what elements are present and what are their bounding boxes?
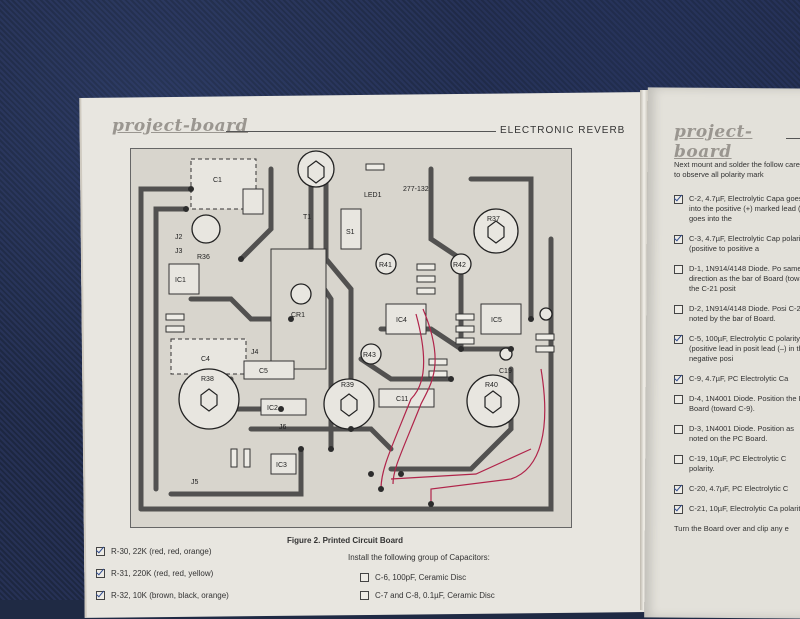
label-ic2: IC2 bbox=[267, 405, 278, 412]
item-text: D-4, 1N4001 Diode. Position the PC Board… bbox=[689, 394, 800, 413]
label-c5: C5 bbox=[259, 368, 268, 375]
page-title: ELECTRONIC REVERB bbox=[500, 125, 626, 136]
right-item[interactable]: D-1, 1N914/4148 Diode. Po same direction… bbox=[674, 264, 800, 294]
label-cr1: CR1 bbox=[291, 312, 305, 319]
checkbox[interactable] bbox=[360, 590, 369, 600]
label-s1: S1 bbox=[346, 229, 355, 236]
header-rule-left bbox=[226, 131, 496, 132]
right-item[interactable]: C-3, 4.7µF, Electrolytic Cap polarity (p… bbox=[674, 234, 800, 254]
capacitor-text: C-6, 100pF, Ceramic Disc bbox=[375, 572, 467, 582]
checkbox[interactable] bbox=[674, 505, 683, 514]
label-r36: R36 bbox=[197, 254, 210, 261]
label-j5: J5 bbox=[191, 479, 199, 486]
install-intro: Install the following group of Capacitor… bbox=[348, 553, 490, 562]
checkbox[interactable] bbox=[96, 546, 105, 556]
right-checklist: Next mount and solder the follow careful… bbox=[674, 160, 800, 534]
label-board-id: 277-132 bbox=[403, 186, 429, 193]
label-r43: R43 bbox=[363, 352, 376, 359]
right-item[interactable]: C-9, 4.7µF, PC Electrolytic Ca bbox=[674, 374, 800, 384]
label-c4: C4 bbox=[201, 356, 210, 363]
capacitor-item[interactable]: C-7 and C-8, 0.1µF, Ceramic Disc bbox=[360, 588, 495, 602]
checkbox[interactable] bbox=[674, 485, 683, 494]
checkbox[interactable] bbox=[360, 572, 369, 582]
label-ic4: IC4 bbox=[396, 317, 407, 324]
item-text: C-5, 100µF, Electrolytic C polarity (pos… bbox=[689, 334, 800, 363]
label-t1: T1 bbox=[303, 214, 311, 221]
label-j6: J6 bbox=[279, 424, 287, 431]
capacitor-checklist: C-6, 100pF, Ceramic Disc C-7 and C-8, 0.… bbox=[360, 566, 495, 602]
label-r38: R38 bbox=[201, 376, 214, 383]
item-text: C-20, 4.7µF, PC Electrolytic C bbox=[689, 484, 789, 493]
right-item[interactable]: D-3, 1N4001 Diode. Position as noted on … bbox=[674, 424, 800, 444]
label-r37: R37 bbox=[487, 216, 500, 223]
item-text: C-2, 4.7µF, Electrolytic Capa goes into … bbox=[689, 194, 800, 223]
checkbox[interactable] bbox=[674, 335, 683, 344]
pcb-diagram: C1 T1 S1 277-132 R37 R38 R39 R40 R41 R42… bbox=[130, 148, 572, 528]
label-c19: C19 bbox=[499, 368, 512, 375]
book-spine bbox=[640, 90, 648, 610]
checkbox[interactable] bbox=[674, 235, 683, 244]
checkbox[interactable] bbox=[674, 195, 683, 204]
checkbox[interactable] bbox=[674, 265, 683, 274]
label-j3: J3 bbox=[175, 248, 183, 255]
item-text: C-3, 4.7µF, Electrolytic Cap polarity (p… bbox=[689, 234, 800, 253]
label-r41: R41 bbox=[379, 262, 392, 269]
checkbox[interactable] bbox=[96, 590, 105, 600]
label-ic3: IC3 bbox=[276, 462, 287, 469]
resistor-item[interactable]: R-31, 220K (red, red, yellow) bbox=[96, 562, 229, 584]
right-item[interactable]: C-2, 4.7µF, Electrolytic Capa goes into … bbox=[674, 194, 800, 224]
capacitor-text: C-7 and C-8, 0.1µF, Ceramic Disc bbox=[375, 590, 495, 600]
brand-logo-left: project-board bbox=[112, 116, 248, 136]
resistor-text: R-32, 10K (brown, black, orange) bbox=[111, 590, 229, 600]
pcb-svg: C1 T1 S1 277-132 R37 R38 R39 R40 R41 R42… bbox=[138, 150, 555, 512]
label-r39: R39 bbox=[341, 382, 354, 389]
label-led1: LED1 bbox=[364, 192, 382, 199]
item-text: D-3, 1N4001 Diode. Position as noted on … bbox=[689, 424, 795, 443]
item-text: C-21, 10µF, Electrolytic Ca polarity. bbox=[689, 504, 800, 513]
item-text: D-2, 1N914/4148 Diode. Posi C-2, as note… bbox=[689, 304, 800, 323]
label-ic1: IC1 bbox=[175, 277, 186, 284]
item-text: C-9, 4.7µF, PC Electrolytic Ca bbox=[689, 374, 789, 383]
item-text: C-19, 10µF, PC Electrolytic C polarity. bbox=[689, 454, 787, 473]
right-item[interactable]: C-21, 10µF, Electrolytic Ca polarity. bbox=[674, 504, 800, 514]
right-footer: Turn the Board over and clip any e bbox=[674, 524, 789, 533]
checkbox[interactable] bbox=[674, 375, 683, 384]
checkbox[interactable] bbox=[674, 305, 683, 314]
label-r40: R40 bbox=[485, 382, 498, 389]
header-rule-right bbox=[786, 138, 800, 139]
label-ic5: IC5 bbox=[491, 317, 502, 324]
checkbox[interactable] bbox=[674, 395, 683, 404]
label-r42: R42 bbox=[453, 262, 466, 269]
right-item[interactable]: C-5, 100µF, Electrolytic C polarity (pos… bbox=[674, 334, 800, 364]
right-item[interactable]: D-2, 1N914/4148 Diode. Posi C-2, as note… bbox=[674, 304, 800, 324]
item-text: D-1, 1N914/4148 Diode. Po same direction… bbox=[689, 264, 800, 293]
right-item[interactable]: C-19, 10µF, PC Electrolytic C polarity. bbox=[674, 454, 800, 474]
brand-logo-right: project-board bbox=[674, 122, 753, 162]
figure-caption: Figure 2. Printed Circuit Board bbox=[287, 536, 404, 545]
label-c11: C11 bbox=[396, 396, 408, 403]
checkbox[interactable] bbox=[674, 425, 683, 434]
checkbox[interactable] bbox=[96, 568, 105, 578]
resistor-item[interactable]: R-32, 10K (brown, black, orange) bbox=[96, 584, 229, 606]
capacitor-item[interactable]: C-6, 100pF, Ceramic Disc bbox=[360, 566, 495, 588]
checkbox[interactable] bbox=[674, 455, 683, 464]
label-j4: J4 bbox=[251, 349, 259, 356]
resistor-text: R-31, 220K (red, red, yellow) bbox=[111, 568, 214, 578]
label-c1: C1 bbox=[213, 177, 222, 184]
resistor-item[interactable]: R-30, 22K (red, red, orange) bbox=[96, 540, 229, 562]
resistor-text: R-30, 22K (red, red, orange) bbox=[111, 546, 212, 556]
right-intro: Next mount and solder the follow careful… bbox=[674, 160, 800, 179]
right-item[interactable]: C-20, 4.7µF, PC Electrolytic C bbox=[674, 484, 800, 494]
right-item[interactable]: D-4, 1N4001 Diode. Position the PC Board… bbox=[674, 394, 800, 414]
resistor-checklist: R-30, 22K (red, red, orange) R-31, 220K … bbox=[96, 540, 229, 606]
label-j2: J2 bbox=[175, 234, 183, 241]
